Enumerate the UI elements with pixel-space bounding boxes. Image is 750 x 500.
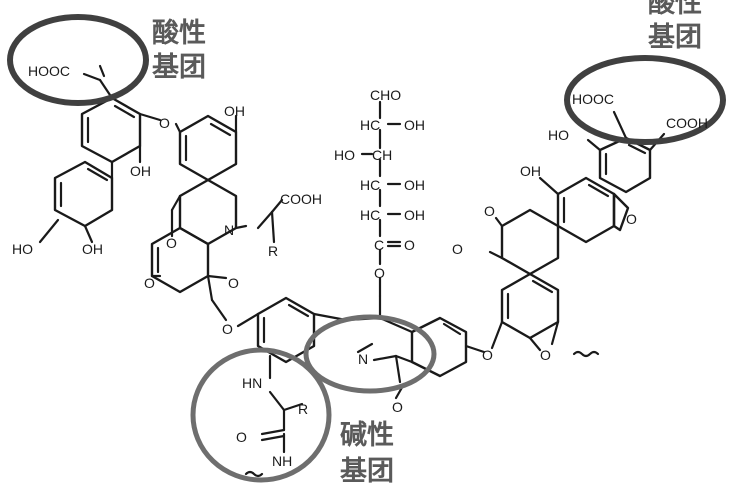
label-o-amide: O [236, 429, 247, 445]
label-oh-ring2: OH [130, 163, 151, 179]
highlight-acid-left [7, 14, 149, 106]
right-polycycle [488, 110, 666, 358]
label-hooc-right: HOOC [572, 91, 614, 107]
label-oh-right: OH [520, 163, 541, 179]
label-oh-s1: OH [404, 117, 425, 133]
label-o-link2: O [222, 321, 233, 337]
caption-acid-right-line2: 基团 [648, 22, 702, 53]
label-o-5: O [404, 237, 415, 253]
label-r2: R [298, 401, 308, 417]
label-hn: HN [242, 375, 262, 391]
label-o-link1: O [159, 115, 170, 131]
label-o-meth: O [540, 347, 551, 363]
caption-acid-right-line1: 酸性 [648, 0, 702, 19]
label-o-furan: O [626, 211, 637, 227]
label-ho-right: HO [548, 127, 569, 143]
label-r1: R [268, 243, 278, 259]
label-cooh-right: COOH [666, 115, 708, 131]
acid-ring-left [80, 64, 162, 180]
catechol-ring [38, 160, 114, 244]
label-o-q1: O [484, 203, 495, 219]
label-o-ring: O [166, 235, 177, 251]
highlight-acid-right [564, 55, 726, 145]
label-oh-s4: OH [404, 207, 425, 223]
amino-acid-sidechain [256, 198, 284, 244]
caption-acid-left-line1: 酸性 [152, 18, 206, 49]
label-hc-4: HC [360, 207, 380, 223]
label-oh-ring1: OH [224, 103, 245, 119]
pyridine-rings [356, 316, 486, 400]
highlight-pyridine [303, 314, 437, 394]
label-n-phenox: N [224, 222, 234, 238]
label-oh-catechol: OH [82, 241, 103, 257]
label-ho-s2: HO [334, 147, 355, 163]
label-hooc-topleft: HOOC [28, 63, 70, 79]
label-o-pyridine: O [392, 399, 403, 415]
label-n-pyridine: N [358, 351, 368, 367]
caption-base-line2: 基团 [340, 456, 394, 487]
highlight-base-amide [190, 347, 332, 483]
caption-base-line1: 碱性 [340, 420, 394, 451]
label-ch-s2: CH [372, 147, 392, 163]
label-o-keto1: O [144, 275, 155, 291]
label-cho: CHO [370, 87, 401, 103]
central-ring [236, 294, 414, 380]
label-o-link3: O [482, 347, 493, 363]
caption-acid-left-line2: 基团 [152, 52, 206, 83]
label-c-5: C [374, 237, 384, 253]
label-hc-3: HC [360, 177, 380, 193]
label-o-q2: O [452, 241, 463, 257]
label-oh-s3: OH [404, 177, 425, 193]
label-nh: NH [272, 453, 292, 469]
label-o-ester: O [374, 265, 385, 281]
phenoxazine-core [150, 114, 248, 322]
amide-group [244, 390, 304, 478]
sugar-chain [360, 100, 402, 298]
label-cooh-n: COOH [280, 191, 322, 207]
label-o-keto2: O [228, 275, 239, 291]
label-ho-catechol: HO [12, 241, 33, 257]
label-hc-1: HC [360, 117, 380, 133]
